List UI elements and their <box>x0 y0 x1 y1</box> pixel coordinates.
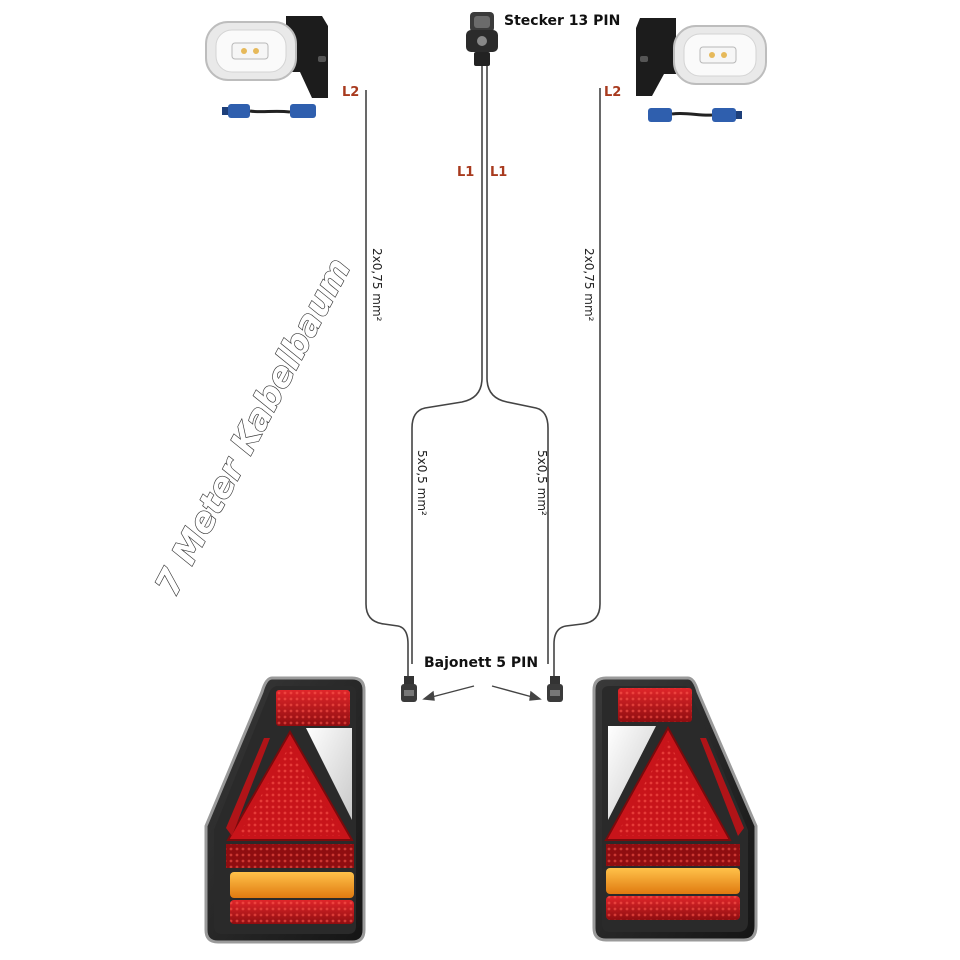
cable-group <box>365 66 601 676</box>
spec-left-marker-cable: 2x0,75 mm² <box>370 248 384 322</box>
l1-right-label: L1 <box>490 165 507 180</box>
marker-light-right <box>636 18 767 122</box>
harness-length-title: 7 Meter Kabelbaum <box>148 252 360 602</box>
l2-right-label: L2 <box>604 85 621 100</box>
plug-label: Stecker 13 PIN <box>504 13 620 29</box>
l2-left-label: L2 <box>342 85 359 100</box>
bayonet-connector-right <box>547 676 563 702</box>
main-cable <box>411 66 483 664</box>
marker-light-left <box>205 16 328 118</box>
spec-right-lamp-cable: 5x0,5 mm² <box>535 450 549 516</box>
bayonet-arrows <box>422 685 542 701</box>
bayonet-connector-left <box>401 676 417 702</box>
bayonet-label: Bajonett 5 PIN <box>424 655 538 671</box>
tail-light-left <box>204 676 366 944</box>
right-marker-cable <box>553 88 601 676</box>
left-marker-cable <box>365 90 409 676</box>
l1-left-label: L1 <box>457 165 474 180</box>
spec-right-marker-cable: 2x0,75 mm² <box>582 248 596 322</box>
main-cable-right-branch <box>486 66 549 664</box>
spec-left-lamp-cable: 5x0,5 mm² <box>415 450 429 516</box>
tail-light-right <box>592 676 758 942</box>
plug-13-pin <box>466 12 498 66</box>
